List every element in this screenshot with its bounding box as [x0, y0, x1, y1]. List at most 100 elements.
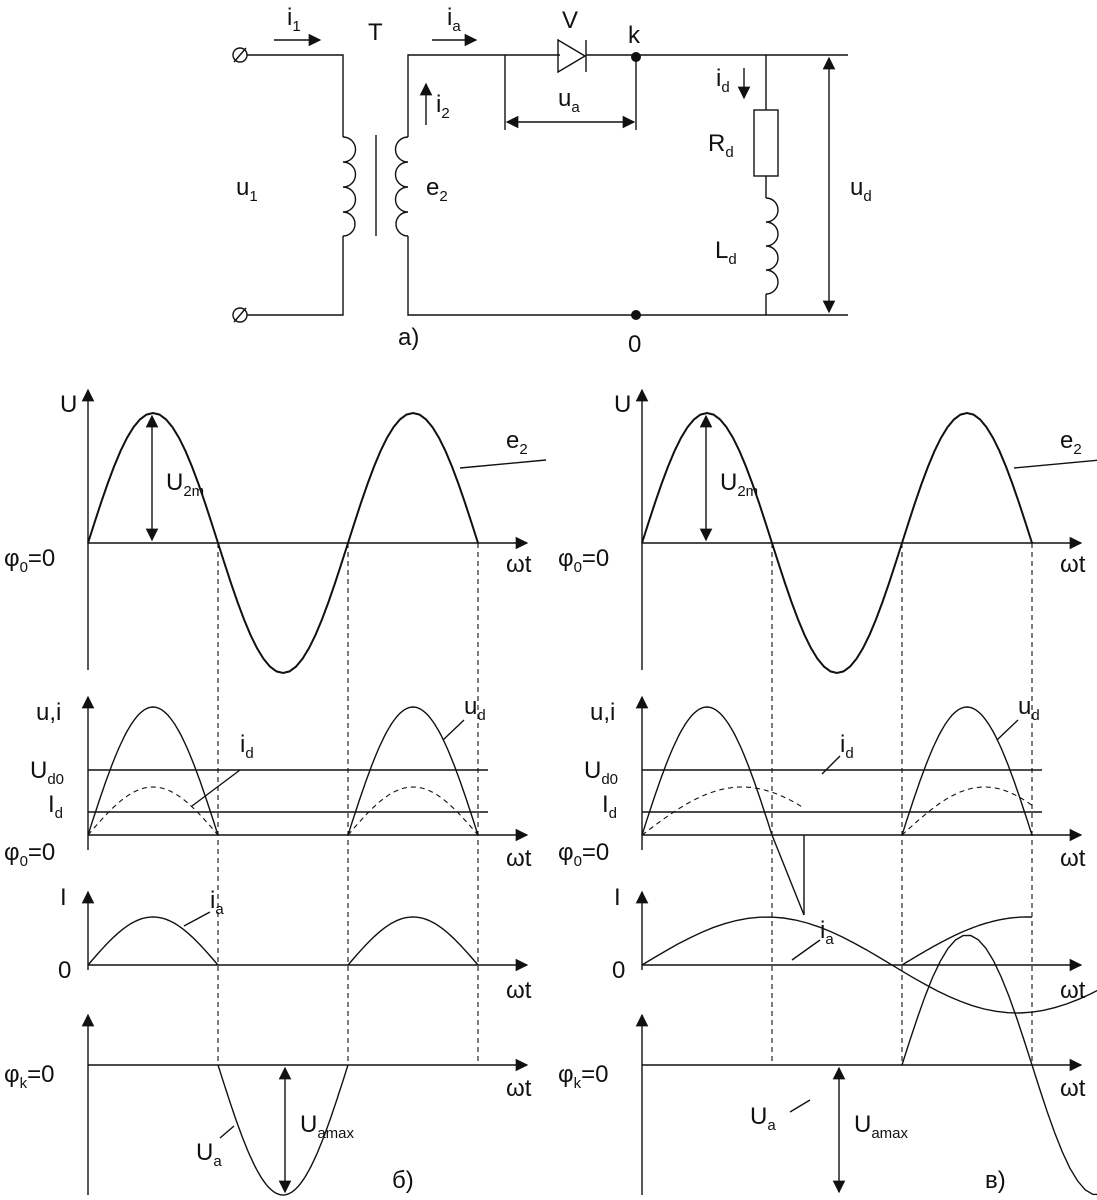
resistor-Rd: [753, 109, 779, 177]
secondary-wire-bottom: [407, 236, 848, 316]
ud-halfwave-1: [641, 706, 773, 836]
label-id: id: [716, 65, 730, 96]
label-phi0-2: φ0=0: [4, 839, 55, 870]
label-Ld: Ld: [715, 237, 737, 268]
ud-halfwave-2: [901, 706, 1033, 836]
id-curve-1: [87, 786, 219, 836]
label-wt-1: ωt: [506, 551, 532, 578]
e2-leader: [459, 459, 547, 469]
label-Id: Id: [602, 791, 617, 822]
label-origin-0: 0: [612, 957, 625, 984]
ud-halfwave-2: [347, 706, 479, 836]
label-ud: ud: [464, 693, 486, 724]
label-wt-1: ωt: [1060, 551, 1086, 578]
ia-curve-2: [901, 916, 1033, 966]
label-U2m: U2m: [166, 469, 204, 500]
label-ud: ud: [850, 174, 872, 205]
label-ui: u,i: [36, 699, 61, 726]
ia-curve-1: [87, 916, 219, 966]
label-wt-2: ωt: [506, 845, 532, 872]
label-ud: ud: [1018, 693, 1040, 724]
ud-leader: [442, 719, 465, 741]
label-ia: ia: [820, 917, 834, 948]
label-wt-3: ωt: [1060, 977, 1086, 1004]
label-phi0-2: φ0=0: [558, 839, 609, 870]
ud-negative-segment: [771, 834, 805, 916]
label-e2: e2: [1060, 427, 1082, 458]
ua-curve: [901, 934, 1097, 1196]
id-leader: [191, 769, 241, 807]
caption-v: в): [985, 1167, 1006, 1194]
ia-leader: [791, 939, 821, 961]
label-phik: φk=0: [4, 1061, 54, 1092]
secondary-winding: [394, 136, 409, 237]
label-U-axis: U: [60, 391, 77, 418]
label-origin-0: 0: [58, 957, 71, 984]
primary-wire-bottom: [247, 236, 344, 316]
ud-halfwave-1: [87, 706, 219, 836]
label-I: I: [60, 884, 67, 911]
label-ua: ua: [558, 85, 580, 116]
id-leader: [821, 755, 841, 775]
label-node-0: 0: [628, 331, 641, 358]
ia-leader: [183, 911, 211, 927]
e2-curve: [641, 411, 1033, 675]
label-wt-4: ωt: [1060, 1075, 1086, 1102]
Ua-leader: [789, 1099, 811, 1113]
label-e2: e2: [506, 427, 528, 458]
e2-leader: [1013, 459, 1097, 469]
id-curve-2: [901, 786, 1033, 836]
label-i1: i1: [287, 4, 301, 35]
label-phik: φk=0: [558, 1061, 608, 1092]
label-ia: ia: [447, 4, 461, 35]
primary-winding: [342, 136, 357, 237]
label-Id: Id: [48, 791, 63, 822]
label-U2m: U2m: [720, 469, 758, 500]
label-Ud0: Ud0: [30, 757, 64, 788]
inductor-Ld: [765, 197, 779, 295]
Ua-leader: [219, 1125, 235, 1139]
circuit-schematic: i1 T ia V k i2 ua id Rd u1 e2 ud Ld а) 0: [232, 4, 872, 358]
diode-V: [557, 38, 587, 74]
label-Rd: Rd: [708, 130, 734, 161]
caption-a: а): [398, 324, 419, 351]
label-Uamax: Uamax: [854, 1111, 909, 1142]
label-id: id: [240, 731, 254, 762]
label-ui: u,i: [590, 699, 615, 726]
label-phi0-1: φ0=0: [4, 545, 55, 576]
input-terminal-top: [232, 47, 248, 63]
label-u1: u1: [236, 174, 258, 205]
label-I: I: [614, 884, 621, 911]
label-U-axis: U: [614, 391, 631, 418]
ia-curve-2: [347, 916, 479, 966]
label-e2: e2: [426, 174, 448, 205]
ua-curve: [217, 1064, 349, 1196]
label-i2: i2: [436, 91, 450, 122]
label-id: id: [840, 731, 854, 762]
node-0: [631, 310, 641, 320]
label-Ua: Ua: [196, 1139, 222, 1170]
primary-wire-top: [247, 54, 344, 137]
label-T: T: [368, 19, 383, 46]
id-curve-1: [641, 786, 803, 836]
id-curve-2: [347, 786, 479, 836]
ud-leader: [996, 719, 1019, 741]
label-Uamax: Uamax: [300, 1111, 355, 1142]
secondary-wire-top: [407, 54, 560, 137]
label-wt-2: ωt: [1060, 845, 1086, 872]
label-V: V: [562, 7, 578, 34]
label-ia: ia: [210, 887, 224, 918]
label-wt-3: ωt: [506, 977, 532, 1004]
e2-curve: [87, 411, 479, 675]
label-k: k: [628, 22, 641, 49]
label-Ud0: Ud0: [584, 757, 618, 788]
ia-curve-1: [641, 916, 1097, 1014]
input-terminal-bottom: [232, 307, 248, 323]
label-phi0-1: φ0=0: [558, 545, 609, 576]
label-Ua: Ua: [750, 1103, 776, 1134]
label-wt-4: ωt: [506, 1075, 532, 1102]
